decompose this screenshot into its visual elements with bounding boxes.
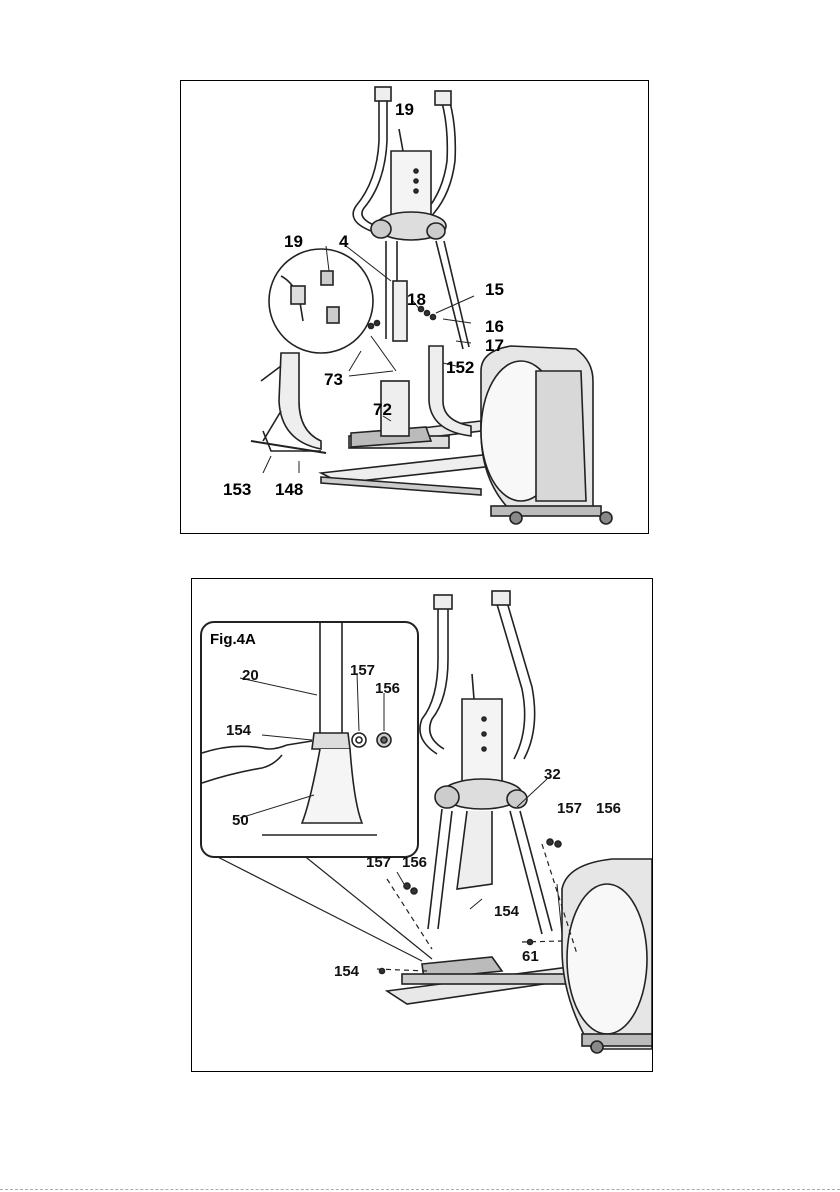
callout-73: 73: [324, 371, 343, 388]
callout-18: 18: [407, 291, 426, 308]
callout-154-left: 154: [334, 964, 359, 979]
assembly-figure-2: Fig.4A 20 157 156 154: [191, 578, 653, 1072]
callout-17: 17: [485, 337, 504, 354]
callout-156-right: 156: [596, 801, 621, 816]
callout-4: 4: [339, 233, 348, 250]
callout-157-right: 157: [557, 801, 582, 816]
callout-32: 32: [544, 767, 561, 782]
inset-callout-157: 157: [350, 663, 375, 678]
callout-19-inset: 19: [284, 233, 303, 250]
detail-inset-fig-4a: Fig.4A 20 157 156 154: [200, 621, 419, 858]
callout-153: 153: [223, 481, 251, 498]
inset-callout-154: 154: [226, 723, 251, 738]
callout-16: 16: [485, 318, 504, 335]
callout-72: 72: [373, 401, 392, 418]
inset-callout-50: 50: [232, 813, 249, 828]
callout-156-left: 156: [402, 855, 427, 870]
inset-callout-156: 156: [375, 681, 400, 696]
callout-19-top: 19: [395, 101, 414, 118]
callout-154-mid: 154: [494, 904, 519, 919]
assembly-figure-1: 19 19 4 15 18 16 17 73 152 72 153 148: [180, 80, 649, 534]
callout-15: 15: [485, 281, 504, 298]
callout-61: 61: [522, 949, 539, 964]
callout-152: 152: [446, 359, 474, 376]
callout-157-left: 157: [366, 855, 391, 870]
inset-callout-20: 20: [242, 668, 259, 683]
callout-148: 148: [275, 481, 303, 498]
